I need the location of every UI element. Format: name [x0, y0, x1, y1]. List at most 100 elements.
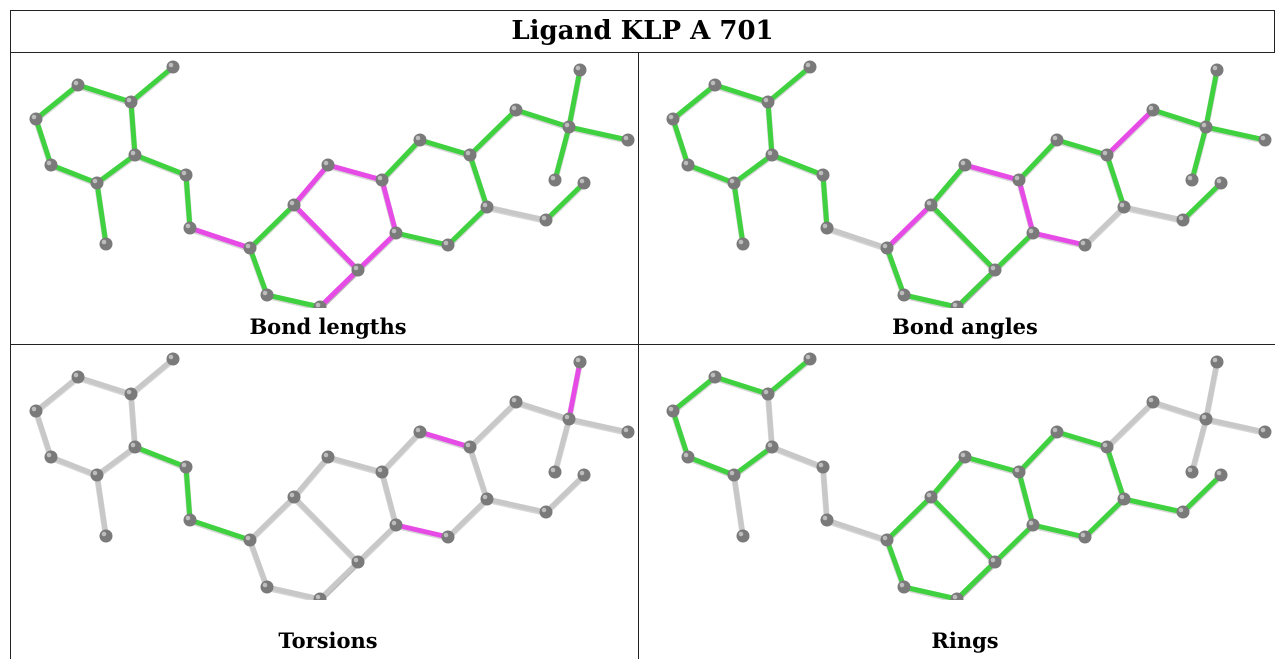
atom: [1185, 173, 1199, 187]
atom: [1078, 530, 1092, 544]
atom: [321, 450, 335, 464]
bond: [1104, 399, 1156, 450]
atom-highlight: [46, 452, 52, 458]
atom-highlight: [882, 535, 888, 541]
atom: [1176, 213, 1190, 227]
atom: [958, 158, 972, 172]
atom-highlight: [31, 114, 37, 120]
atom: [1117, 200, 1131, 214]
bond: [1150, 107, 1209, 130]
atom: [287, 490, 301, 504]
atom: [389, 226, 403, 240]
bond: [379, 137, 423, 183]
column-divider: [638, 52, 639, 659]
atom-highlight: [92, 178, 98, 184]
bond: [1203, 124, 1268, 143]
bond: [928, 202, 998, 273]
bond: [731, 180, 746, 247]
atom: [1100, 440, 1114, 454]
atom: [1026, 226, 1040, 240]
bond: [1054, 429, 1110, 450]
bond: [1203, 416, 1268, 435]
bond: [543, 180, 587, 223]
bond: [1150, 399, 1209, 422]
bond: [128, 356, 176, 397]
bond: [33, 374, 81, 414]
atom-highlight: [882, 243, 888, 249]
atom-highlight: [822, 223, 828, 229]
bond: [884, 202, 934, 251]
bond: [731, 152, 775, 186]
atom-highlight: [185, 515, 191, 521]
bond: [467, 444, 490, 502]
top-border: [10, 10, 1275, 11]
atom-highlight: [1187, 467, 1193, 473]
atom: [816, 168, 830, 182]
atom-highlight: [926, 200, 932, 206]
bond: [670, 82, 718, 122]
atom: [562, 120, 576, 134]
atom-highlight: [763, 389, 769, 395]
atom-highlight: [767, 150, 773, 156]
atom: [71, 78, 85, 92]
atom-highlight: [92, 470, 98, 476]
atom-highlight: [738, 239, 744, 245]
bond: [379, 177, 399, 236]
atom: [351, 555, 365, 569]
atom-highlight: [683, 452, 689, 458]
atom-highlight: [668, 114, 674, 120]
bond: [1030, 230, 1088, 248]
atom: [90, 468, 104, 482]
atom-highlight: [729, 178, 735, 184]
bond: [128, 391, 138, 450]
atom: [1258, 133, 1272, 147]
bond: [183, 172, 193, 231]
bond: [962, 454, 1022, 475]
atom-highlight: [245, 535, 251, 541]
atom-highlight: [899, 582, 905, 588]
atom-highlight: [767, 442, 773, 448]
caption-torsions: Torsions: [278, 627, 378, 653]
molecule-bond-lengths: [29, 60, 635, 308]
atom: [897, 288, 911, 302]
bond: [731, 472, 746, 539]
atom-highlight: [1102, 442, 1108, 448]
atom-highlight: [262, 582, 268, 588]
atom: [44, 158, 58, 172]
atom-highlight: [443, 532, 449, 538]
atom-highlight: [391, 228, 397, 234]
bond: [566, 416, 631, 435]
atom: [480, 200, 494, 214]
molecule-rings: [666, 352, 1272, 600]
atom-highlight: [1080, 240, 1086, 246]
atom: [761, 387, 775, 401]
atom: [124, 387, 138, 401]
atom-highlight: [101, 531, 107, 537]
atom: [29, 112, 43, 126]
atom: [179, 460, 193, 474]
atom-highlight: [377, 467, 383, 473]
atom-highlight: [763, 97, 769, 103]
panel-torsions: [18, 347, 638, 600]
atom: [958, 450, 972, 464]
atom-highlight: [683, 160, 689, 166]
bond: [685, 454, 737, 478]
atom: [71, 370, 85, 384]
bond: [247, 245, 270, 298]
bond: [765, 64, 813, 105]
atom: [577, 176, 591, 190]
bond: [393, 522, 451, 540]
atom: [1210, 355, 1224, 369]
bond: [94, 472, 109, 539]
bond: [94, 180, 109, 247]
atom-highlight: [353, 265, 359, 271]
atom-highlight: [1212, 357, 1218, 363]
atom-highlight: [1216, 178, 1222, 184]
bond: [685, 162, 737, 186]
atom-highlight: [550, 175, 556, 181]
bond: [731, 444, 775, 478]
bond: [670, 408, 691, 460]
atom: [820, 221, 834, 235]
atom: [708, 370, 722, 384]
bond: [824, 225, 890, 251]
